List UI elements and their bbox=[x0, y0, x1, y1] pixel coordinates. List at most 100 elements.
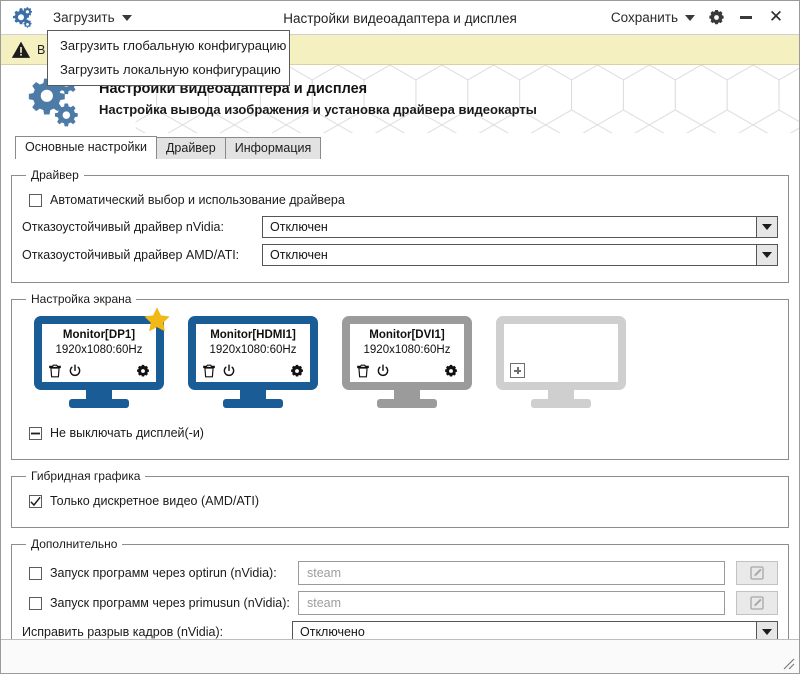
nvidia-fallback-select[interactable]: Отключен bbox=[262, 216, 778, 238]
monitor-base bbox=[531, 399, 591, 408]
monitor-card[interactable]: Monitor[DVI1] 1920x1080:60Hz bbox=[342, 316, 472, 408]
optirun-row: Запуск программ через optirun (nVidia): … bbox=[22, 561, 778, 585]
warning-triangle-icon bbox=[11, 41, 31, 58]
monitor-mode: 1920x1080:60Hz bbox=[363, 344, 451, 356]
close-icon: ✕ bbox=[768, 7, 784, 27]
monitor-actions bbox=[48, 364, 150, 378]
add-monitor-actions bbox=[510, 363, 612, 378]
tab-bar: Основные настройки Драйвер Информация bbox=[1, 135, 799, 159]
minimize-icon bbox=[740, 16, 752, 19]
hybrid-graphics-group: Гибридная графика Только дискретное виде… bbox=[11, 469, 789, 528]
plus-icon[interactable] bbox=[510, 363, 525, 378]
primusrun-input[interactable]: steam bbox=[298, 591, 725, 615]
screen-group-legend: Настройка экрана bbox=[31, 292, 132, 306]
monitor-screen[interactable]: Monitor[HDMI1] 1920x1080:60Hz bbox=[188, 316, 318, 390]
auto-driver-label: Автоматический выбор и использование дра… bbox=[50, 193, 345, 207]
edit-pencil-icon bbox=[750, 596, 764, 610]
monitor-card[interactable]: Monitor[HDMI1] 1920x1080:60Hz bbox=[188, 316, 318, 408]
monitor-card[interactable]: Monitor[DP1] 1920x1080:60Hz bbox=[34, 307, 170, 408]
edit-pencil-icon bbox=[750, 566, 764, 580]
amd-fallback-select[interactable]: Отключен bbox=[262, 244, 778, 266]
tab-information[interactable]: Информация bbox=[224, 137, 322, 159]
amd-fallback-value: Отключен bbox=[270, 248, 328, 262]
close-button[interactable]: ✕ bbox=[761, 4, 791, 32]
menu-item-load-local[interactable]: Загрузить локальную конфигурацию bbox=[60, 62, 281, 77]
tearfix-label: Исправить разрыв кадров (nVidia): bbox=[22, 625, 224, 639]
monitor-list: Monitor[DP1] 1920x1080:60Hz bbox=[22, 307, 778, 412]
content-area: Драйвер Автоматический выбор и использов… bbox=[1, 168, 799, 660]
nvidia-fallback-label: Отказоустойчивый драйвер nVidia: bbox=[22, 220, 224, 234]
trash-icon[interactable] bbox=[48, 364, 62, 378]
titlebar-controls: Сохранить ✕ bbox=[605, 4, 799, 32]
chevron-down-icon bbox=[121, 14, 132, 21]
tab-driver[interactable]: Драйвер bbox=[155, 137, 226, 159]
star-icon bbox=[144, 307, 170, 332]
monitor-base bbox=[69, 399, 129, 408]
monitor-actions bbox=[202, 364, 304, 378]
discrete-only-checkbox-row[interactable]: Только дискретное видео (AMD/ATI) bbox=[29, 494, 778, 508]
monitor-base bbox=[223, 399, 283, 408]
monitor-name: Monitor[HDMI1] bbox=[210, 329, 296, 341]
monitor-screen[interactable]: Monitor[DP1] 1920x1080:60Hz bbox=[34, 316, 164, 390]
save-menu-button[interactable]: Сохранить bbox=[605, 7, 701, 28]
settings-button[interactable] bbox=[701, 4, 731, 32]
load-dropdown-menu[interactable]: Загрузить глобальную конфигурацию Загруз… bbox=[47, 30, 290, 86]
monitor-screen[interactable]: Monitor[DVI1] 1920x1080:60Hz bbox=[342, 316, 472, 390]
keep-display-on-checkbox[interactable] bbox=[29, 426, 42, 440]
keep-display-on-checkbox-row[interactable]: Не выключать дисплей(-и) bbox=[29, 426, 778, 440]
primusrun-checkbox[interactable] bbox=[29, 596, 42, 610]
auto-driver-checkbox[interactable] bbox=[29, 193, 42, 207]
monitor-mode: 1920x1080:60Hz bbox=[55, 344, 143, 356]
gear-icon[interactable] bbox=[444, 364, 458, 378]
optirun-checkbox[interactable] bbox=[29, 566, 42, 580]
optirun-edit-button[interactable] bbox=[736, 561, 778, 585]
monitor-neck bbox=[86, 390, 112, 399]
nvidia-fallback-value: Отключен bbox=[270, 220, 328, 234]
page-header: Настройки видеоадаптера и дисплея Настро… bbox=[1, 65, 799, 133]
load-menu-label: Загрузить bbox=[53, 10, 115, 25]
additional-group-legend: Дополнительно bbox=[31, 537, 118, 551]
monitor-neck bbox=[394, 390, 420, 399]
gear-icon[interactable] bbox=[136, 364, 150, 378]
amd-fallback-row: Отказоустойчивый драйвер AMD/ATI: Отключ… bbox=[22, 244, 778, 266]
power-icon[interactable] bbox=[68, 364, 82, 378]
window-title-text: Настройки видеоадаптера и дисплея bbox=[283, 10, 517, 26]
monitor-neck bbox=[548, 390, 574, 399]
partial-check-icon bbox=[31, 432, 40, 434]
load-menu-button[interactable]: Загрузить bbox=[48, 7, 137, 28]
chevron-down-icon[interactable] bbox=[756, 622, 777, 642]
driver-group: Драйвер Автоматический выбор и использов… bbox=[11, 168, 789, 283]
power-icon[interactable] bbox=[222, 364, 236, 378]
menu-item-load-global[interactable]: Загрузить глобальную конфигурацию bbox=[60, 38, 287, 53]
chevron-down-icon[interactable] bbox=[756, 245, 777, 265]
chevron-down-icon[interactable] bbox=[756, 217, 777, 237]
discrete-only-checkbox[interactable] bbox=[29, 494, 42, 508]
gear-icon[interactable] bbox=[290, 364, 304, 378]
trash-icon[interactable] bbox=[356, 364, 370, 378]
add-monitor-card[interactable] bbox=[496, 316, 626, 408]
monitor-mode: 1920x1080:60Hz bbox=[209, 344, 297, 356]
keep-display-on-label: Не выключать дисплей(-и) bbox=[50, 426, 204, 440]
status-bar bbox=[1, 639, 799, 673]
checkmark-icon bbox=[30, 496, 41, 506]
tearfix-value: Отключено bbox=[300, 625, 365, 639]
discrete-only-label: Только дискретное видео (AMD/ATI) bbox=[50, 494, 260, 508]
warning-text: В bbox=[37, 42, 46, 57]
auto-driver-checkbox-row[interactable]: Автоматический выбор и использование дра… bbox=[29, 193, 778, 207]
trash-icon[interactable] bbox=[202, 364, 216, 378]
minimize-button[interactable] bbox=[731, 4, 761, 32]
add-monitor-screen[interactable] bbox=[496, 316, 626, 390]
hero-subtitle: Настройка вывода изображения и установка… bbox=[99, 102, 537, 117]
primusrun-edit-button[interactable] bbox=[736, 591, 778, 615]
amd-fallback-label: Отказоустойчивый драйвер AMD/ATI: bbox=[22, 248, 240, 262]
tab-main-settings[interactable]: Основные настройки bbox=[15, 136, 157, 159]
optirun-input[interactable]: steam bbox=[298, 561, 725, 585]
driver-group-legend: Драйвер bbox=[31, 168, 79, 182]
power-icon[interactable] bbox=[376, 364, 390, 378]
save-menu-label: Сохранить bbox=[610, 10, 678, 25]
screen-group: Настройка экрана Monitor[DP1] 1920x1080:… bbox=[11, 292, 789, 460]
monitor-neck bbox=[240, 390, 266, 399]
primusrun-row: Запуск программ через primusun (nVidia):… bbox=[22, 591, 778, 615]
resize-grip-icon[interactable] bbox=[781, 656, 795, 670]
